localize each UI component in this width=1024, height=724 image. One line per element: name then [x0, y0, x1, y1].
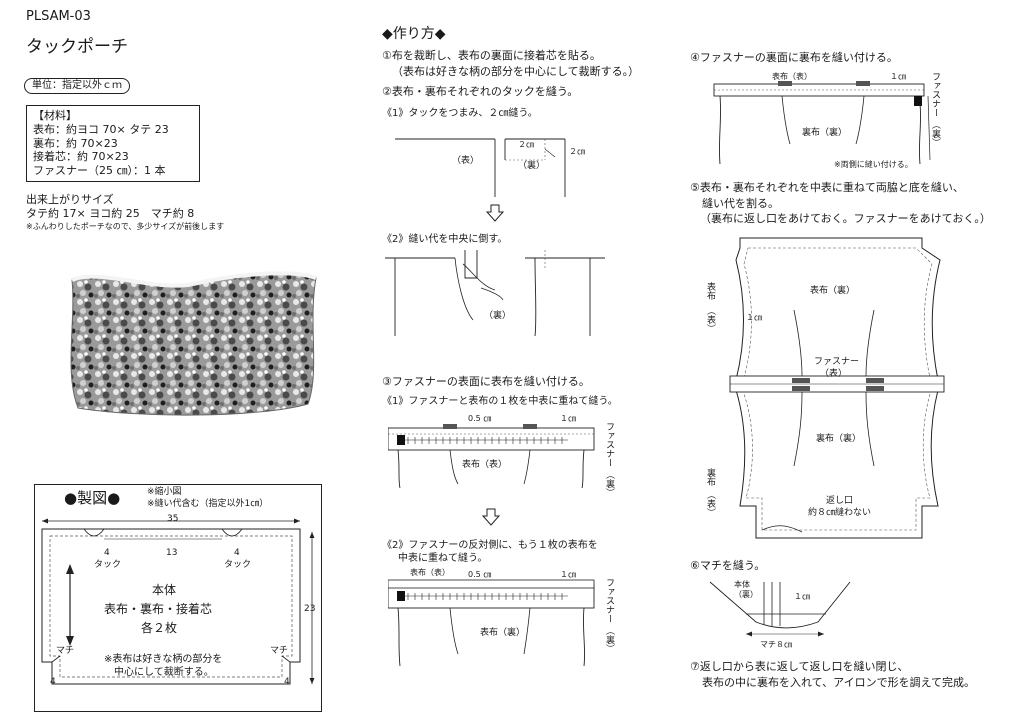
pattern-height-label: 23	[304, 604, 316, 614]
measure-1cm: １㎝	[560, 414, 576, 423]
corner-label: 4	[50, 677, 56, 687]
materials-line: ファスナー（25 ㎝）：1 本	[33, 164, 166, 177]
finished-size-note: ※ふんわりしたポーチなので、多少サイズが前後します	[26, 222, 225, 231]
zipper-omote-label: （表）	[820, 369, 848, 379]
omote-label: （表）	[452, 156, 480, 166]
body-note: ※表布は好きな柄の部分を	[104, 654, 223, 665]
omote-fabric-omote-label: 表布（表）	[410, 568, 450, 577]
step-3: ③ファスナーの表面に表布を縫い付ける。	[382, 375, 590, 388]
measure-1cm: １㎝	[746, 313, 762, 322]
gusset-diagram	[709, 581, 851, 637]
page-title: タックポーチ	[26, 37, 128, 57]
omote-label: （表）	[705, 490, 715, 517]
zipper-label: ファスナー	[930, 72, 940, 117]
materials-line: 表布：約ヨコ 70× タテ 23	[33, 122, 169, 136]
return-opening-label: 返し口	[826, 496, 854, 506]
pattern-seg-mid: 13	[166, 548, 178, 558]
pattern-box	[34, 484, 322, 712]
omote-fabric-omote-label: 表布（表）	[772, 72, 812, 81]
measure-1cm: １㎝	[560, 570, 576, 579]
unit-badge: 単位：指定以外ｃｍ	[24, 78, 130, 94]
measure-1cm: １㎝	[794, 592, 810, 601]
materials-line: 接着芯：約 70×23	[33, 150, 129, 164]
zipper-diagram-2	[388, 579, 595, 667]
lining-diagram	[713, 81, 931, 165]
zipper-label: ファスナー	[604, 422, 614, 467]
body-label: 本体	[152, 583, 177, 597]
ura-label: （裏）	[518, 161, 546, 171]
zipper-ura-label: （裏）	[930, 120, 940, 147]
step-arrow-icon	[486, 204, 504, 222]
step-5-cont: 縫い代を割る。	[702, 197, 779, 210]
tuck-label: タック	[94, 560, 122, 570]
step-1: ①布を裁断し、表布の裏面に接着芯を貼る。	[382, 49, 601, 62]
seam-fold-diagram	[385, 250, 605, 337]
step-3-2: 《2》ファスナーの反対側に、もう１枚の表布を	[382, 540, 598, 551]
ura-fabric-ura-label: 裏布（裏）	[802, 128, 848, 138]
measure-half-cm: 0.5 ㎝	[468, 570, 492, 579]
finished-size-dims: タテ約 17× ヨコ約 25 マチ約 8	[26, 207, 195, 220]
ura-fabric-ura-label: 裏布（裏）	[816, 434, 862, 444]
step-6: ⑥マチを縫う。	[690, 559, 766, 572]
zipper-label: ファスナー	[604, 578, 614, 623]
step-3-2-cont: 中表に重ねて縫う。	[398, 553, 488, 564]
pattern-seg-left: 4	[104, 548, 110, 558]
materials-line: 裏布：約 70×23	[33, 136, 118, 150]
pattern-diagram	[41, 518, 315, 685]
step-7: ⑦返し口から表に返して返し口を縫い閉じ、	[690, 660, 909, 673]
tuck-label: タック	[224, 560, 252, 570]
step-2-1: 《1》タックをつまみ、２㎝縫う。	[382, 108, 538, 119]
return-opening-note: 約８㎝縫わない	[808, 508, 872, 518]
body-label: 各２枚	[141, 621, 178, 635]
omote-fabric-ura-label: 表布（裏）	[480, 628, 526, 638]
step-5: ⑤表布・裏布それぞれを中表に重ねて両脇と底を縫い、	[690, 181, 964, 194]
ura-label: （裏）	[734, 590, 758, 599]
gusset-label: マチ	[56, 646, 75, 656]
step-5-note: （裏布に返し口をあけておく。ファスナーをあけておく。）	[700, 212, 991, 225]
pattern-note: ※縮小図	[147, 487, 182, 497]
product-code: PLSAM-03	[26, 9, 91, 24]
step-arrow-icon	[482, 508, 500, 526]
zipper-diagram-1	[388, 424, 595, 489]
pattern-title: ●製図●	[64, 489, 121, 507]
materials-heading: 【材料】	[33, 109, 77, 122]
step-1-note: （表布は好きな柄の部分を中心にして裁断する。）	[392, 65, 640, 78]
step-2: ②表布・裏布それぞれのタックを縫う。	[382, 85, 579, 98]
ura-label: （裏）	[484, 311, 512, 321]
step-4: ④ファスナーの裏面に裏布を縫い付ける。	[690, 51, 898, 64]
step-7-cont: 表布の中に裏布を入れて、アイロンで形を調えて完成。	[702, 676, 976, 689]
ura-fabric-label: 裏布	[705, 468, 715, 486]
howto-title: ◆作り方◆	[382, 26, 446, 42]
measure-2cm: ２㎝	[518, 140, 534, 149]
body-label: 表布・裏布・接着芯	[104, 602, 213, 616]
step-2-2: 《2》縫い代を中央に倒す。	[382, 234, 508, 245]
pattern-note: ※縫い代含む（指定以外1㎝）	[147, 499, 269, 509]
measure-half-cm: 0.5 ㎝	[468, 414, 492, 423]
omote-fabric-omote-label: 表布（表）	[462, 460, 508, 470]
zipper-label: ファスナー	[814, 357, 860, 367]
zipper-ura-label: （裏）	[604, 626, 614, 653]
assembly-diagram	[729, 237, 945, 539]
body-note: 中心にして裁断する。	[114, 667, 214, 678]
pouch-photo	[70, 271, 317, 416]
measure-1cm: １㎝	[890, 72, 906, 81]
body-label: 本体	[734, 580, 750, 589]
pattern-width-label: 35	[167, 514, 179, 524]
step-4-note: ※両側に縫い付ける。	[834, 160, 913, 169]
zipper-ura-label: （裏）	[604, 470, 614, 497]
gusset-width-label: マチ８㎝	[760, 640, 792, 649]
gusset-label: マチ	[270, 646, 289, 656]
omote-fabric-label: 表布	[705, 282, 715, 300]
measure-2cm: ２㎝	[569, 147, 585, 156]
omote-fabric-ura-label: 表布（裏）	[810, 286, 856, 296]
corner-label: 4	[284, 677, 290, 687]
materials-box: 【材料】 表布：約ヨコ 70× タテ 23 裏布：約 70×23 接着芯：約 7…	[26, 105, 200, 182]
step-3-1: 《1》ファスナーと表布の１枚を中表に重ねて縫う。	[382, 396, 618, 407]
omote-label: （表）	[705, 306, 715, 333]
pattern-seg-right: 4	[234, 548, 240, 558]
tuck-diagram	[395, 138, 566, 197]
finished-size-heading: 出来上がりサイズ	[26, 193, 114, 206]
